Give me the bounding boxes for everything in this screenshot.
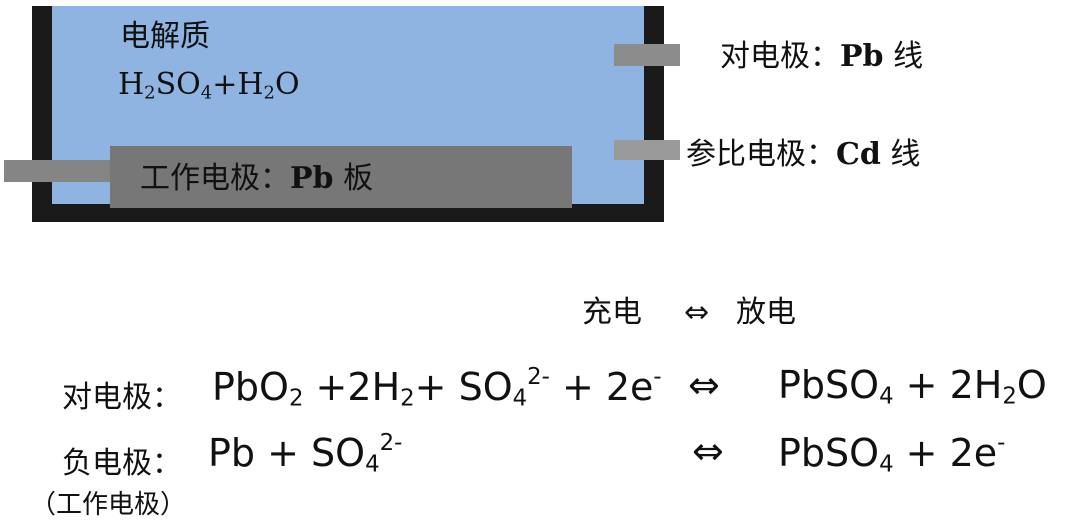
counter-reaction-lhs: PbO2 +2H2+ SO42- + 2e- — [212, 364, 662, 412]
counter-reaction-label: 对电极： — [62, 380, 182, 415]
header-discharge: 放电 — [736, 295, 796, 330]
header-charge: 充电 — [582, 295, 642, 330]
working-electrode-lead — [4, 160, 116, 182]
counter-electrode-label: 对电极：Pb 线 — [720, 39, 924, 74]
counter-reaction-arrow: ⇔ — [688, 363, 720, 407]
reference-electrode-label: 参比电极：Cd 线 — [686, 137, 921, 172]
electrolyte-formula: H2SO4+H2O — [118, 67, 300, 104]
negative-reaction-sublabel: （工作电极） — [30, 490, 187, 520]
electrolyte-title: 电解质 — [120, 19, 210, 54]
negative-reaction-arrow: ⇔ — [692, 429, 724, 473]
header-double-arrow: ⇔ — [684, 295, 710, 330]
negative-reaction-lhs: Pb + SO42- — [208, 430, 403, 478]
negative-reaction-rhs: PbSO4 + 2e- — [778, 430, 1006, 478]
negative-reaction-label: 负电极： — [62, 446, 182, 481]
reference-electrode-lead — [614, 140, 680, 160]
counter-electrode-lead — [614, 44, 680, 66]
working-electrode-plate — [110, 146, 572, 208]
counter-reaction-rhs: PbSO4 + 2H2O — [778, 363, 1047, 410]
working-electrode-label: 工作电极：Pb 板 — [140, 161, 374, 196]
